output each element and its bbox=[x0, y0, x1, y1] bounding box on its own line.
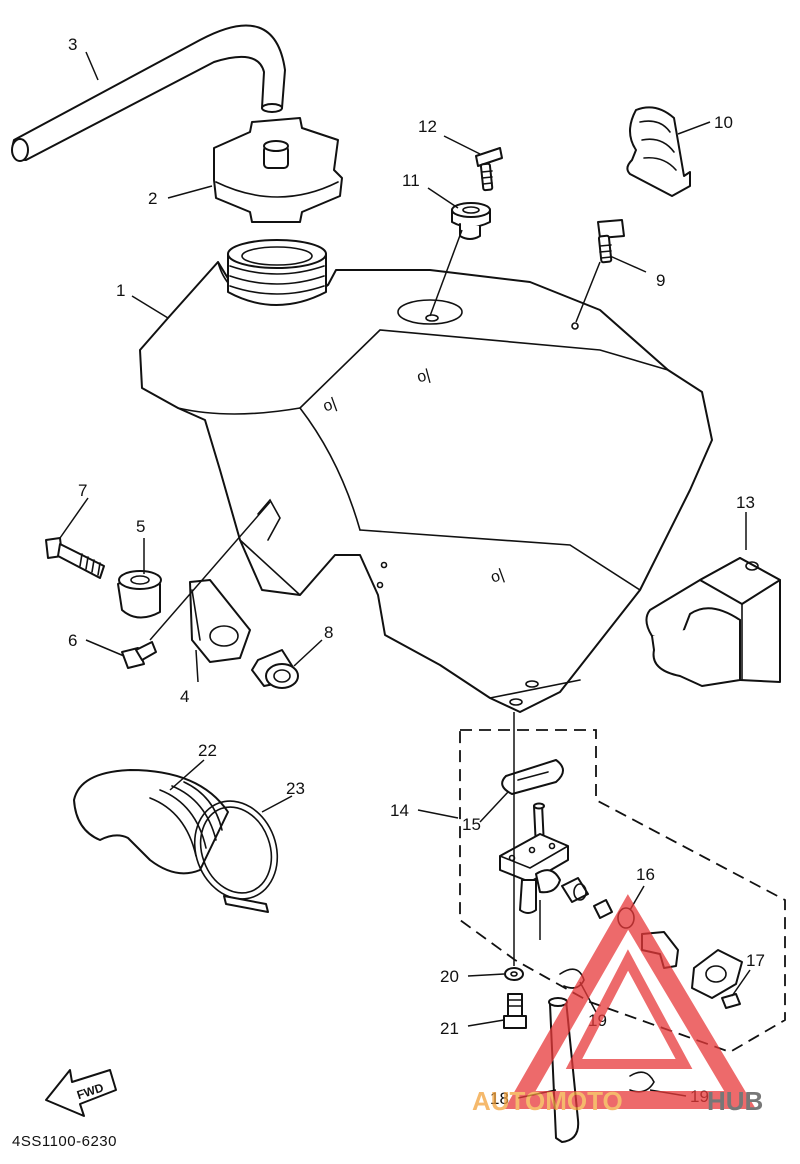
svg-text:o|: o| bbox=[415, 367, 432, 387]
screw-12[interactable] bbox=[475, 147, 503, 192]
callout-18: 18 bbox=[490, 1089, 509, 1108]
callout-3: 3 bbox=[68, 35, 77, 54]
callout-15: 15 bbox=[462, 815, 481, 834]
callout-11: 11 bbox=[402, 171, 420, 190]
watermark-text-hub: HUB bbox=[707, 1086, 763, 1116]
bracket-4[interactable] bbox=[189, 579, 251, 663]
cover-13[interactable] bbox=[645, 557, 781, 687]
bolt-7[interactable] bbox=[45, 537, 105, 579]
callout-10: 10 bbox=[714, 113, 733, 132]
diagram-code: 4SS1100-6230 bbox=[12, 1133, 117, 1150]
damper-11[interactable] bbox=[451, 202, 491, 240]
fuel-cap[interactable] bbox=[213, 117, 343, 223]
fuel-cock[interactable] bbox=[499, 802, 569, 914]
collar-8[interactable] bbox=[251, 649, 299, 689]
watermark-logo: AUTOMOTO HUB bbox=[472, 894, 763, 1116]
clamp-23[interactable] bbox=[181, 789, 290, 913]
breather-hose[interactable] bbox=[11, 24, 286, 162]
callout-1: 1 bbox=[116, 281, 125, 300]
callout-7: 7 bbox=[78, 481, 87, 500]
callout-5: 5 bbox=[136, 517, 145, 536]
svg-text:o|: o| bbox=[488, 566, 506, 586]
callout-2: 2 bbox=[148, 189, 157, 208]
callout-20: 20 bbox=[440, 967, 459, 986]
plate-17[interactable] bbox=[691, 949, 743, 1009]
boot-22[interactable] bbox=[73, 769, 229, 875]
damper-5[interactable] bbox=[117, 570, 162, 619]
clip-10[interactable] bbox=[626, 106, 691, 197]
svg-text:o|: o| bbox=[321, 395, 339, 415]
callout-14: 14 bbox=[390, 801, 409, 820]
callout-22: 22 bbox=[198, 741, 217, 760]
callout-8: 8 bbox=[324, 623, 333, 642]
bolt-9[interactable] bbox=[597, 219, 625, 264]
callout-12: 12 bbox=[418, 117, 437, 136]
fuel-cock-group-outline bbox=[459, 729, 786, 1053]
callout-4: 4 bbox=[180, 687, 189, 706]
gasket-15[interactable] bbox=[501, 759, 564, 795]
hose-clip-19b[interactable] bbox=[629, 1071, 655, 1093]
callout-6: 6 bbox=[68, 631, 77, 650]
screw-fitting[interactable] bbox=[593, 899, 613, 919]
fitting[interactable] bbox=[561, 877, 589, 903]
callout-16: 16 bbox=[636, 865, 655, 884]
fwd-arrow-icon: FWD bbox=[45, 1069, 117, 1117]
callout-17: 17 bbox=[746, 951, 765, 970]
filler-neck bbox=[227, 239, 327, 306]
callout-9: 9 bbox=[656, 271, 665, 290]
watermark-text-main: AUTOMOTO bbox=[472, 1086, 623, 1116]
bolt-6[interactable] bbox=[121, 641, 157, 669]
screw-21[interactable] bbox=[503, 993, 527, 1029]
callout-21: 21 bbox=[440, 1019, 459, 1038]
washer-20[interactable] bbox=[504, 967, 524, 981]
callout-13: 13 bbox=[736, 493, 755, 512]
callout-23: 23 bbox=[286, 779, 305, 798]
